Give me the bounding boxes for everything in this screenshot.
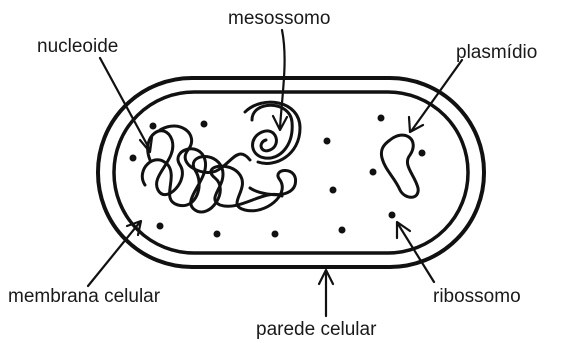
label-cell-membrane: membrana celular [8,286,161,307]
label-cell-wall: parede celular [256,319,377,340]
plasmid-loop [381,135,418,197]
label-mesosome: mesossomo [228,8,330,29]
nucleoid-dna [142,126,295,212]
label-ribosome: ribossomo [433,286,521,307]
mesosome [245,102,300,163]
label-nucleoid: nucleoide [37,36,118,57]
label-plasmid: plasmídio [456,42,537,63]
